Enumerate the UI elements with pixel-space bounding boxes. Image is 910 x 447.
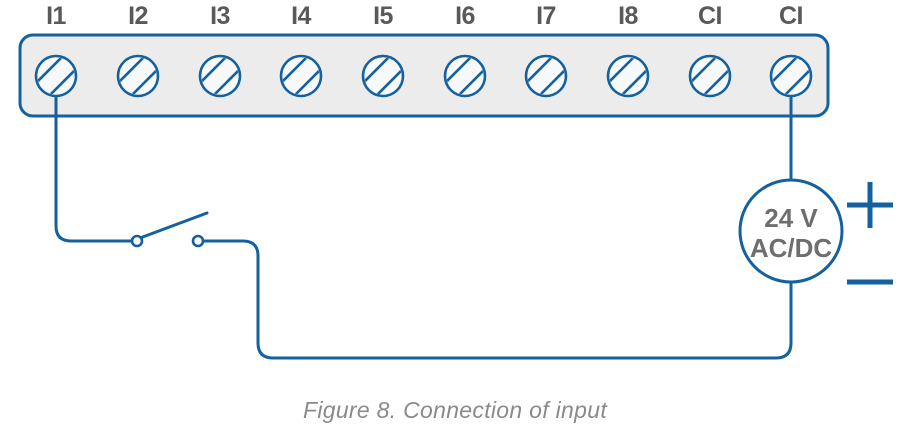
screw-slot [37,57,75,95]
screw-outline [443,54,487,98]
power-supply-voltage-label: 24 V [764,203,818,233]
power-supply-type-label: AC/DC [750,233,833,263]
screw-outline [34,54,78,98]
terminal-label-i3-2: I3 [210,2,230,30]
terminal-label-i5-4: I5 [373,2,393,30]
terminal-labels-group: I1 I2 I3 I4 I5 I6 I7 I8 CI CI [46,2,803,30]
terminal-screw-i2-1[interactable] [110,48,167,105]
terminal-screw-i3-2[interactable] [192,48,249,105]
terminal-screw-ci-9[interactable] [763,48,820,105]
screw-outline [198,54,242,98]
terminal-label-i6-5: I6 [455,2,475,30]
screw-outline [769,54,813,98]
terminal-screw-i7-6[interactable] [518,48,575,105]
terminal-label-i1-0: I1 [46,2,66,30]
terminal-label-i8-7: I8 [618,2,638,30]
screw-outline [524,54,568,98]
screw-outline [361,54,405,98]
input-switch[interactable] [130,211,209,248]
figure-caption: Figure 8. Connection of input [303,397,608,423]
terminal-label-i2-1: I2 [128,2,148,30]
screw-slot [364,57,402,95]
wire-i1-to-switch [54,94,134,243]
switch-node-left[interactable] [130,234,144,248]
screw-slot [691,57,729,95]
switch-lever[interactable] [138,211,209,240]
power-supply-circle [738,178,844,284]
screw-slot [119,57,157,95]
terminal-screw-i8-7[interactable] [600,48,657,105]
screw-slot [527,57,565,95]
switch-node-right[interactable] [191,234,205,248]
terminal-screw-i5-4[interactable] [355,48,412,105]
screw-slot [609,57,647,95]
terminal-screw-i4-3[interactable] [273,48,330,105]
terminal-label-ci-9: CI [779,2,803,30]
terminal-screw-i6-5[interactable] [437,48,494,105]
terminal-label-ci-8: CI [698,2,722,30]
screw-outline [606,54,650,98]
terminals-group [28,48,820,105]
screw-slot [772,57,810,95]
terminal-label-i4-3: I4 [291,2,311,30]
polarity-markers [847,182,893,285]
terminal-screw-ci-8[interactable] [682,48,739,105]
screw-slot [446,57,484,95]
screw-outline [116,54,160,98]
terminal-screw-i1-0[interactable] [28,48,85,105]
power-supply: 24 V AC/DC [738,178,844,284]
wire-switch-to-source-return [201,239,793,360]
terminal-label-i7-6: I7 [536,2,556,30]
screw-slot [282,57,320,95]
wires-group [54,94,793,360]
screw-outline [688,54,732,98]
screw-slot [201,57,239,95]
screw-outline [279,54,323,98]
